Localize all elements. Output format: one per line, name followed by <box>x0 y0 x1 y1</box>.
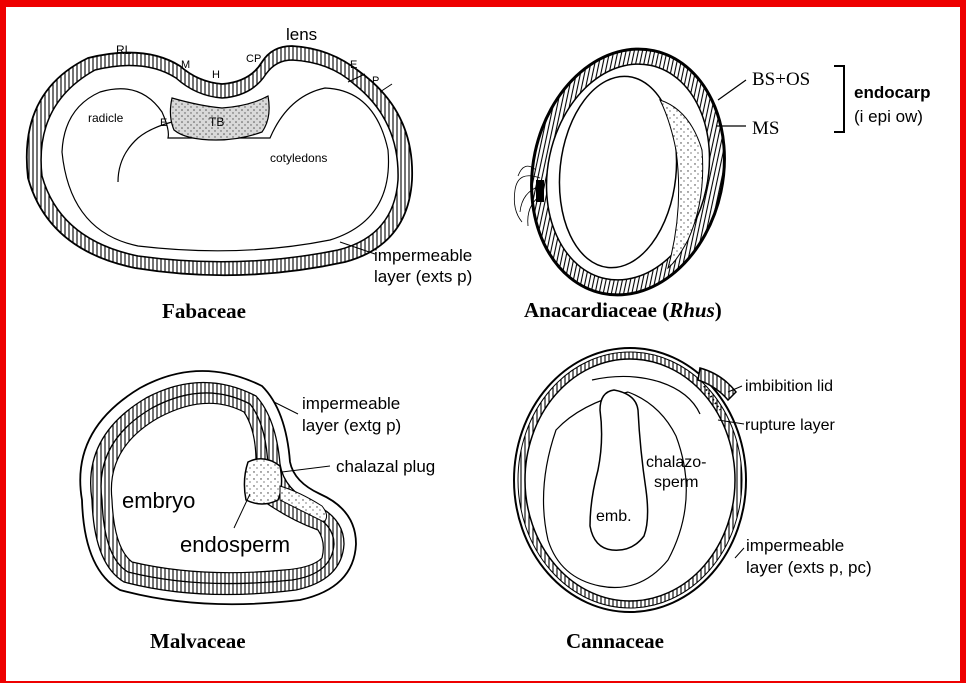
malvaceae-chalazal-plug <box>244 459 281 504</box>
cannaceae-label-imbibition-lid: imbibition lid <box>745 378 833 395</box>
fabaceae-label-e-inner: E <box>160 117 167 129</box>
fabaceae-label-cotyledons: cotyledons <box>270 151 327 165</box>
fabaceae-label-impermeable-1: impermeable <box>374 246 472 265</box>
fabaceae-label-m: M <box>181 59 190 71</box>
malvaceae-label-impermeable-2: layer (extg p) <box>302 416 401 435</box>
anacardiaceae-seed: BS+OS MS endocarp (i epi ow) Anacardiace… <box>509 31 930 322</box>
anacardiaceae-label-bsos: BS+OS <box>752 69 810 90</box>
fabaceae-label-tb: TB <box>209 115 224 129</box>
malvaceae-seed: impermeable layer (extg p) chalazal plug… <box>80 371 435 653</box>
fabaceae-label-radicle: radicle <box>88 111 124 125</box>
cannaceae-label-chalazo-1: chalazo- <box>646 454 706 471</box>
cannaceae-impermeable-pointer <box>735 548 744 558</box>
cannaceae-label-impermeable-2: layer (exts p, pc) <box>746 558 872 577</box>
fabaceae-label-p: P <box>372 75 379 87</box>
malvaceae-label-endosperm: endosperm <box>180 532 290 557</box>
fabaceae-seed: RL lens M H CP E P radicle E TB cotyledo… <box>27 25 473 323</box>
fabaceae-label-h: H <box>212 69 220 81</box>
cannaceae-label-rupture-layer: rupture layer <box>745 417 835 434</box>
fabaceae-p-pointer <box>380 84 392 92</box>
malvaceae-label-impermeable-1: impermeable <box>302 394 400 413</box>
anacardiaceae-label-endocarp: endocarp <box>854 83 931 102</box>
cannaceae-label-chalazo-2: sperm <box>654 474 698 491</box>
anacardiaceae-dark-notch <box>536 180 544 202</box>
cannaceae-seed: imbibition lid rupture layer chalazo- sp… <box>514 348 872 653</box>
malvaceae-label-embryo: embryo <box>122 488 195 513</box>
fabaceae-label-cp: CP <box>246 53 261 65</box>
anacardiaceae-label-ms: MS <box>752 118 779 139</box>
cannaceae-label-emb: emb. <box>596 508 632 525</box>
fabaceae-label-e-outer: E <box>350 59 357 71</box>
cannaceae-label-impermeable-1: impermeable <box>746 536 844 555</box>
malvaceae-caption: Malvaceae <box>150 629 246 653</box>
fabaceae-label-impermeable-2: layer (exts p) <box>374 267 472 286</box>
malvaceae-label-chalazal-plug: chalazal plug <box>336 457 435 476</box>
cannaceae-caption: Cannaceae <box>566 629 664 653</box>
anacardiaceae-caption: Anacardiaceae (Rhus) <box>524 298 722 322</box>
anacardiaceae-label-endocarp-sub: (i epi ow) <box>854 107 923 126</box>
anacardiaceae-endocarp-bracket <box>834 66 844 132</box>
fabaceae-caption: Fabaceae <box>162 299 246 323</box>
anacardiaceae-bsos-pointer <box>718 80 746 100</box>
fabaceae-label-lens: lens <box>286 25 317 44</box>
fabaceae-label-rl: RL <box>116 43 132 57</box>
malvaceae-plug-pointer <box>282 466 330 472</box>
